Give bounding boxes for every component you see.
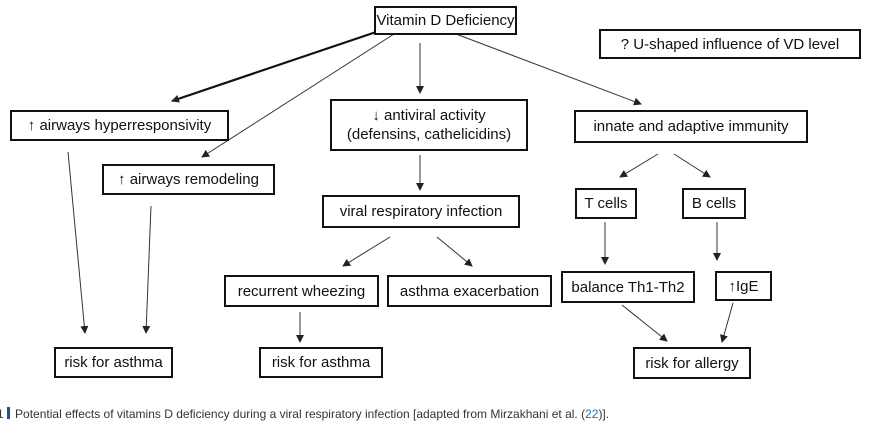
node-risk-for-allergy: risk for allergy — [633, 347, 751, 379]
edge-immunity-to-b-cells — [673, 153, 711, 178]
caption-figure-number: 1 — [0, 407, 4, 421]
node-airways-remodeling: ↑ airways remodeling — [102, 164, 275, 195]
node-t-cells: T cells — [575, 188, 637, 219]
caption-text-end: )]. — [598, 407, 610, 421]
edge-airways-hyperresponsivity-to-risk-for-asthma — [67, 151, 89, 334]
caption-reference-link[interactable]: 22 — [585, 407, 599, 421]
caption-separator-bar — [7, 407, 11, 419]
antiviral-activity-line-1: ↓ antiviral activity — [372, 107, 486, 124]
node-viral-respiratory-infection: viral respiratory infection — [322, 195, 520, 228]
node-risk-for-asthma-middle: risk for asthma — [259, 347, 383, 378]
node-antiviral-activity: ↓ antiviral activity (defensins, catheli… — [330, 99, 528, 151]
edge-layer — [67, 28, 734, 343]
edge-airways-remodeling-to-risk-for-asthma — [142, 205, 152, 334]
node-recurrent-wheezing: recurrent wheezing — [224, 275, 379, 307]
node-innate-adaptive-immunity: innate and adaptive immunity — [574, 110, 808, 143]
figure-caption: 1 Potential effects of vitamins D defici… — [0, 404, 877, 424]
flow-diagram: Vitamin D Deficiency ? U-shaped influenc… — [10, 6, 861, 379]
edge-ige-to-risk-for-allergy — [720, 302, 734, 343]
node-b-cells: B cells — [682, 188, 746, 219]
edge-viral-infection-to-asthma-exacerbation — [436, 236, 473, 267]
node-asthma-exacerbation: asthma exacerbation — [387, 275, 552, 307]
edge-vitamin-d-to-airways-hyperresponsivity — [171, 28, 383, 103]
node-risk-for-asthma-left: risk for asthma — [54, 347, 173, 378]
edge-vitamin-d-to-airways-remodeling — [201, 33, 395, 158]
edge-immunity-to-t-cells — [619, 153, 659, 178]
node-vitamin-d-deficiency: Vitamin D Deficiency — [374, 6, 517, 35]
node-u-shaped-influence: ? U-shaped influence of VD level — [599, 29, 861, 59]
antiviral-activity-line-2: (defensins, cathelicidins) — [346, 126, 512, 143]
node-ige: ↑IgE — [715, 271, 772, 301]
edge-vitamin-d-to-innate-adaptive-immunity — [455, 33, 642, 106]
caption-text: Potential effects of vitamins D deficien… — [15, 407, 586, 421]
node-balance-th1-th2: balance Th1-Th2 — [561, 271, 695, 303]
edge-viral-infection-to-recurrent-wheezing — [342, 236, 391, 267]
edge-balance-th1-th2-to-risk-for-allergy — [621, 304, 668, 342]
node-airways-hyperresponsivity: ↑ airways hyperresponsivity — [10, 110, 229, 141]
